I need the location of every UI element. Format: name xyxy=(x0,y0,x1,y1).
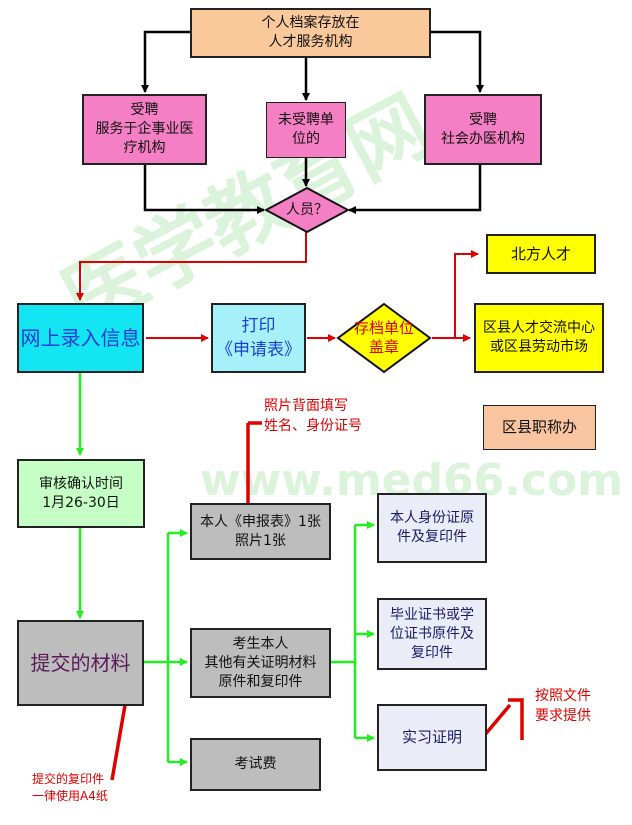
social-medical-box: 受聘 社会办医机构 xyxy=(424,94,542,165)
review-time-box: 审核确认时间 1月26-30日 xyxy=(17,459,145,528)
diploma-box: 毕业证书或学 位证书原件及 复印件 xyxy=(377,598,487,670)
stamp-decision-diamond xyxy=(336,302,432,374)
north-talent-box: 北方人才 xyxy=(486,234,596,274)
exam-fee-box: 考试费 xyxy=(190,738,321,791)
photo-back-note: 照片背面填写 姓名、身份证号 xyxy=(264,398,362,434)
a4-paper-note: 提交的复印件 一律使用A4纸 xyxy=(32,772,108,803)
stamp-decision-label: 存档单位 盖章 xyxy=(353,319,414,356)
online-entry-box: 网上录入信息 xyxy=(17,303,144,373)
print-form-box: 打印 《申请表》 xyxy=(211,303,306,373)
submit-materials-box: 提交的材料 xyxy=(17,620,144,706)
enterprise-medical-box: 受聘 服务于企事业医 疗机构 xyxy=(82,94,207,165)
person-decision-label: 人员？ xyxy=(286,201,328,218)
unemployed-box: 未受聘单 位的 xyxy=(266,102,346,158)
district-title-office-box: 区县职称办 xyxy=(483,405,596,450)
internship-box: 实习证明 xyxy=(377,704,487,771)
per-file-note: 按照文件 要求提供 xyxy=(535,688,591,724)
report-photo-box: 本人《申报表》1张 照片1张 xyxy=(190,503,331,560)
person-decision-diamond xyxy=(264,186,350,234)
other-certificates-box: 考生本人 其他有关证明材料 原件和复印件 xyxy=(190,628,331,698)
district-talent-center-box: 区县人才交流中心 或区县劳动市场 xyxy=(474,303,604,373)
archive-location-box: 个人档案存放在 人才服务机构 xyxy=(190,8,431,58)
id-card-box: 本人身份证原 件及复印件 xyxy=(377,493,487,563)
